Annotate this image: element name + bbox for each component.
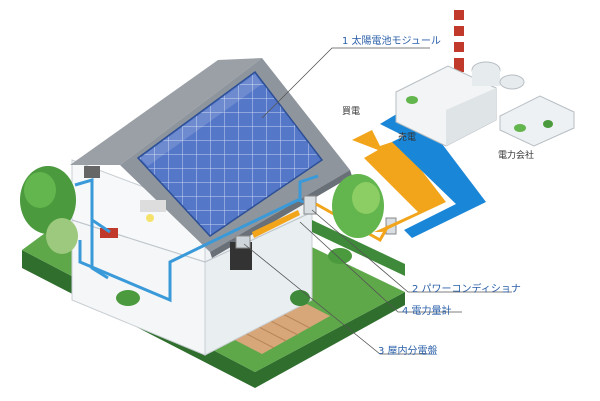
- wiring-orange: [252, 210, 300, 238]
- buy-power-label: 買電: [342, 107, 361, 117]
- trees: [20, 166, 384, 306]
- sell-power-label: 売電: [398, 133, 417, 143]
- grid-arrows: [352, 112, 486, 238]
- solar-module-label: 1 太陽電池モジュール: [342, 36, 441, 47]
- power-company-buildings: [395, 10, 575, 147]
- power-conditioner-unit: [303, 195, 317, 215]
- buy-arrow: [380, 112, 486, 238]
- hedge: [312, 220, 405, 276]
- tv: [230, 242, 252, 270]
- lamp: [146, 214, 154, 222]
- distribution-board-label: 3 屋内分電盤: [378, 346, 438, 357]
- sell-arrow: [352, 130, 446, 232]
- distribution-board-unit: [235, 235, 251, 249]
- callout-lines: [243, 47, 512, 355]
- power-meter-label: 4 電力量計: [402, 306, 452, 317]
- power-company-label: 電力会社: [498, 151, 535, 161]
- solar-panel: [136, 70, 324, 237]
- power-conditioner-label: 2 パワーコンディショナ: [412, 284, 521, 295]
